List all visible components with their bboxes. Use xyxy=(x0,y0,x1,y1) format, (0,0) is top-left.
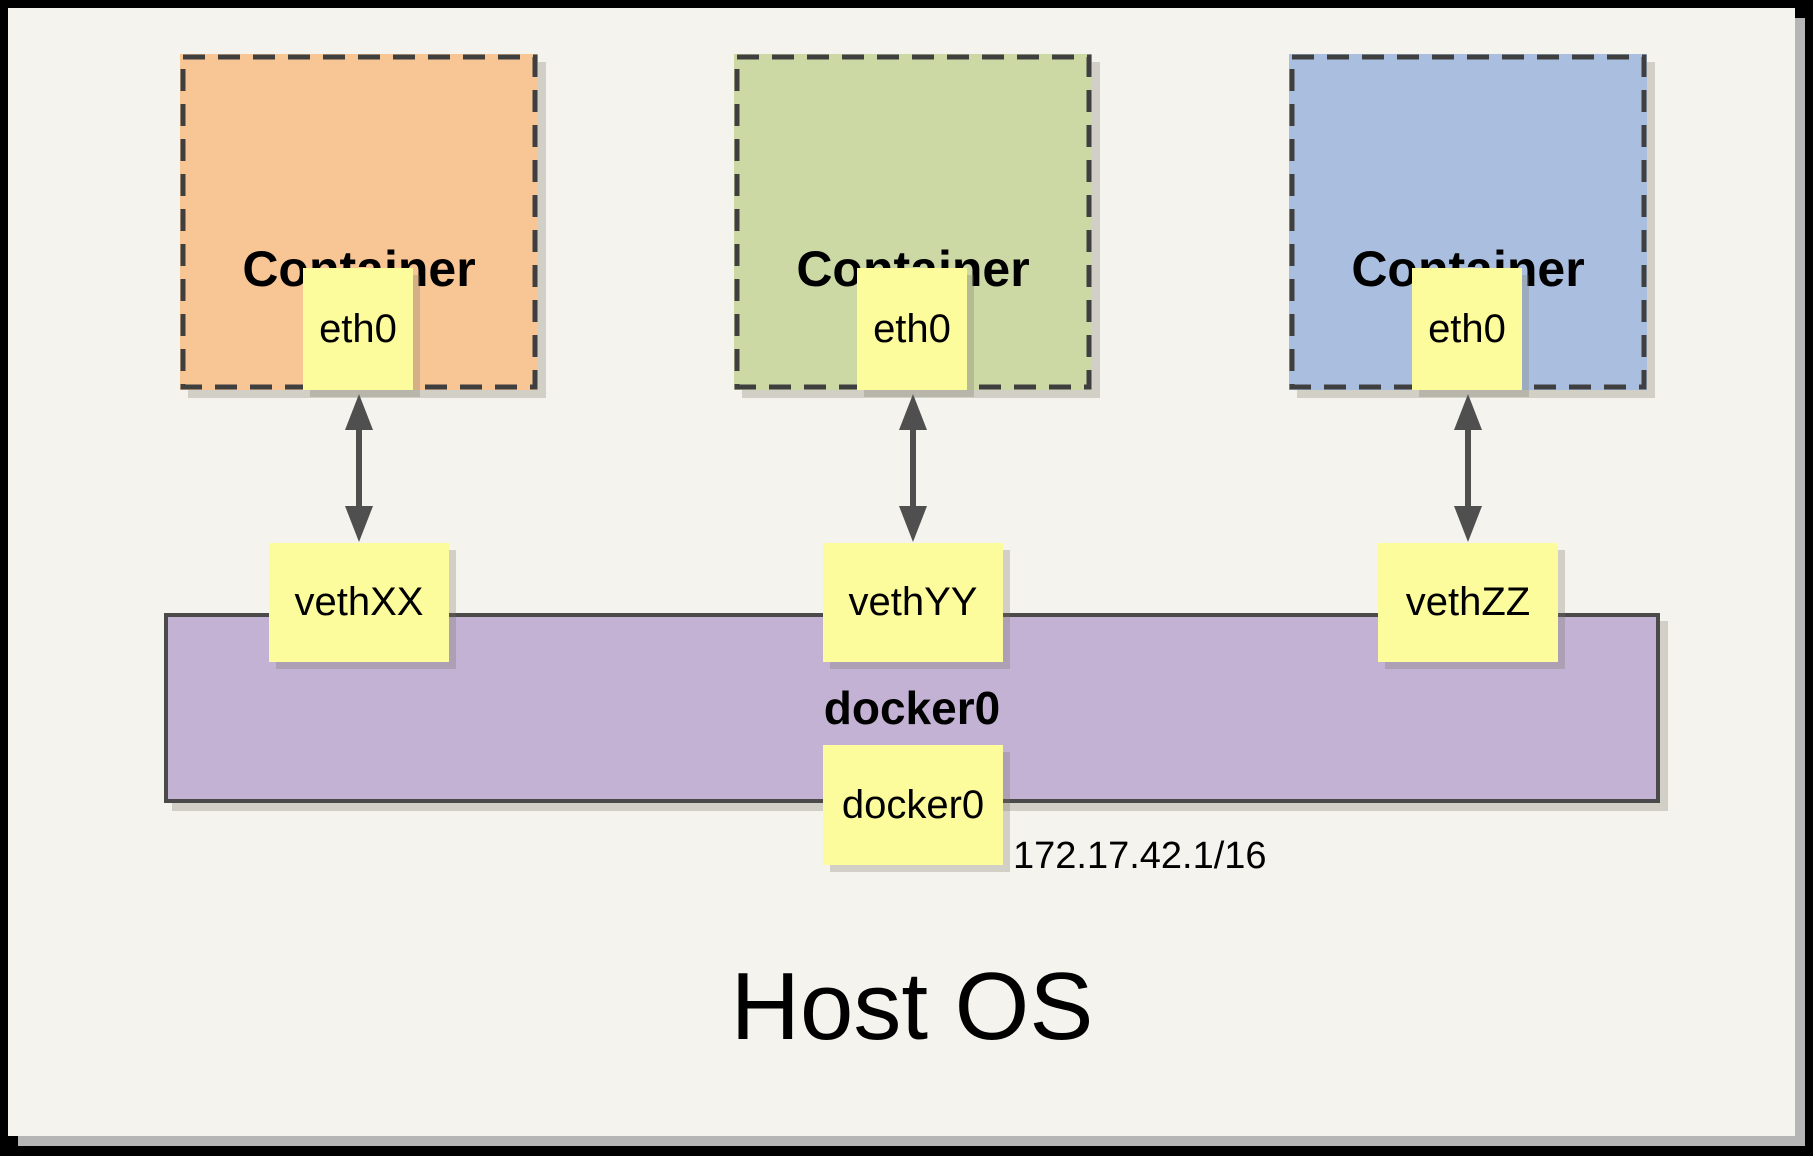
diagram-canvas: Container eth0 Container eth0 Container … xyxy=(8,8,1795,1136)
veth-interface-box: vethZZ xyxy=(1378,543,1558,662)
eth0-label: eth0 xyxy=(1428,306,1506,351)
veth-label: vethZZ xyxy=(1405,580,1531,624)
eth0-veth-arrow-icon xyxy=(345,394,373,542)
bridge-ip-address: 172.17.42.1/16 xyxy=(1013,835,1267,877)
eth0-veth-arrow-icon xyxy=(1454,394,1482,542)
eth0-interface-box: eth0 xyxy=(857,268,967,390)
docker0-interface-box: docker0 xyxy=(823,745,1003,865)
eth0-label: eth0 xyxy=(873,306,951,351)
eth0-interface-box: eth0 xyxy=(1412,268,1522,390)
container-box: Container eth0 xyxy=(734,54,1092,390)
eth0-veth-arrow-icon xyxy=(899,394,927,542)
veth-interface-box: vethXX xyxy=(269,543,449,662)
eth0-interface-box: eth0 xyxy=(303,268,413,390)
container-box: Container eth0 xyxy=(1289,54,1647,390)
veth-label: vethYY xyxy=(848,580,978,624)
container-box: Container eth0 xyxy=(180,54,538,390)
docker0-bridge-label: docker0 xyxy=(823,682,1001,734)
docker0-interface-label: docker0 xyxy=(841,782,985,827)
host-os-label: Host OS xyxy=(730,953,1094,1060)
veth-label: vethXX xyxy=(294,580,424,624)
veth-interface-box: vethYY xyxy=(823,543,1003,662)
eth0-label: eth0 xyxy=(319,306,397,351)
